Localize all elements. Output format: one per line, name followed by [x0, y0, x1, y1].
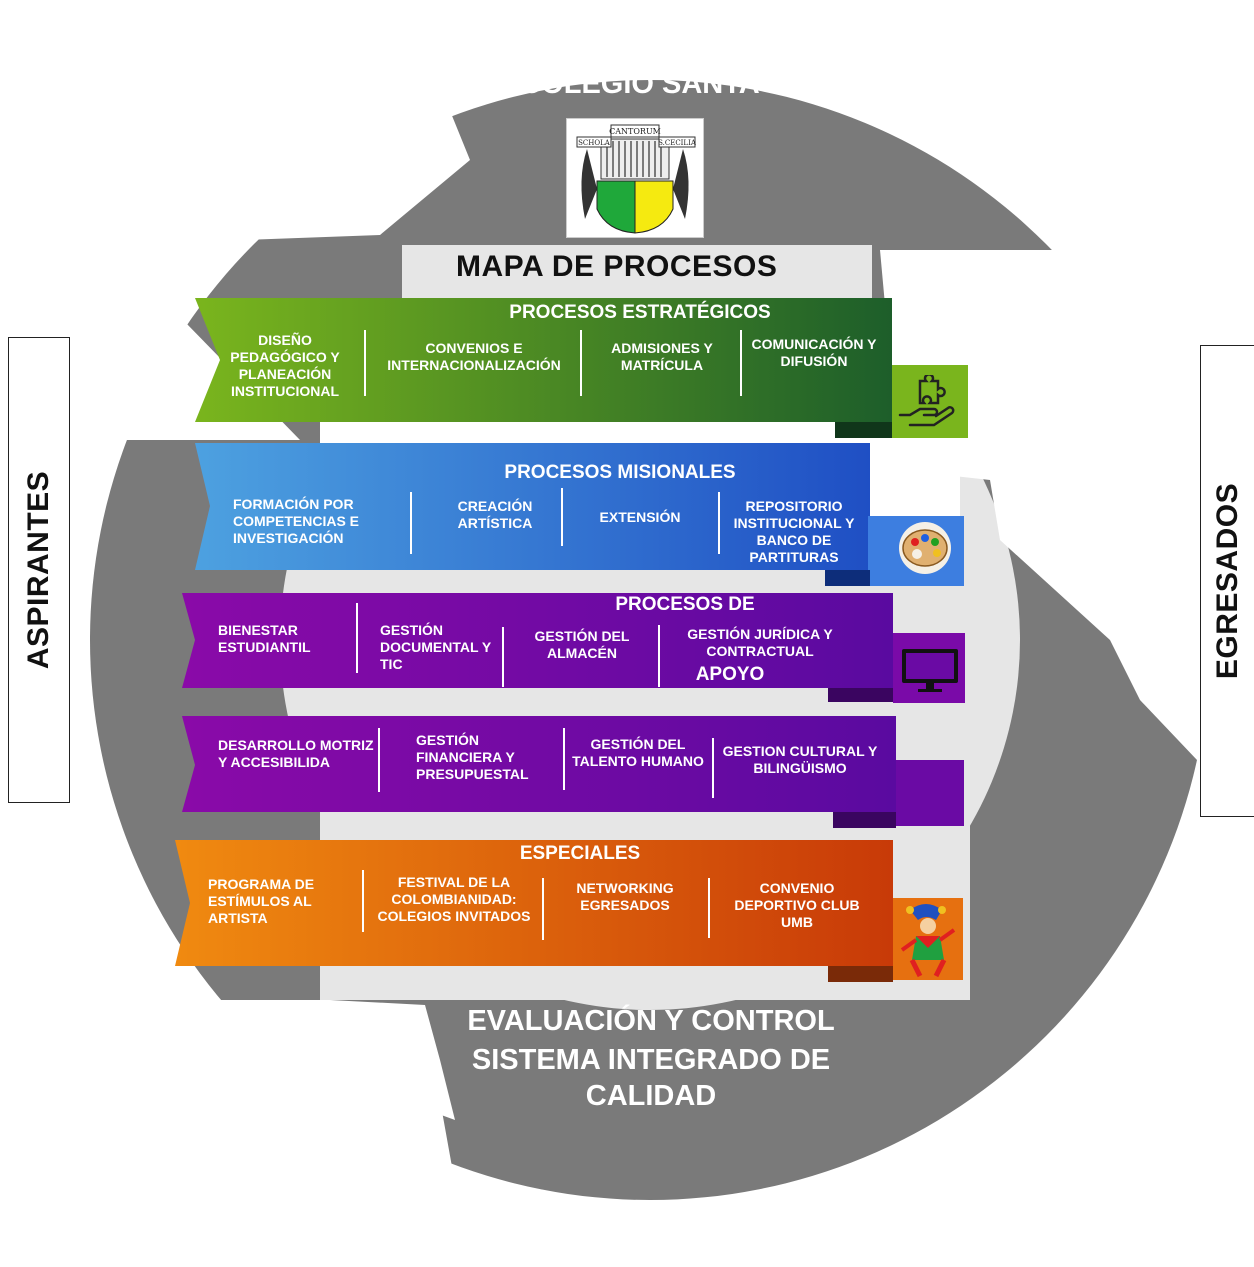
special-item-4: CONVENIO DEPORTIVO CLUB UMB [734, 880, 860, 930]
band-support-shape [182, 593, 893, 702]
support-title-bottom: APOYO [695, 664, 765, 685]
band-strategic-shape [195, 298, 892, 438]
support2-item-4: GESTION CULTURAL Y BILINGÜISMO [722, 743, 878, 776]
palette-icon [893, 520, 957, 576]
support-item-3: GESTIÓN DEL ALMACÉN [534, 628, 630, 661]
strategic-item-2: CONVENIOS E INTERNACIONALIZACIÓN [387, 340, 561, 373]
footer-line-3: CALIDAD [585, 1080, 717, 1112]
special-item-2: FESTIVAL DE LA COLOMBIANIDAD: COLEGIOS I… [377, 874, 531, 924]
school-logo: CANTORUM SCHOLA S.CECILIA [566, 118, 704, 238]
support-item-2: GESTIÓN DOCUMENTAL Y TIC [380, 622, 491, 672]
logo-text-left: SCHOLA [578, 139, 611, 147]
missional-item-2: CREACIÓN ARTÍSTICA [457, 498, 533, 531]
support2-item-2: GESTIÓN FINANCIERA Y PRESUPUESTAL [416, 732, 529, 782]
jester-icon [896, 900, 960, 978]
special-item-1: PROGRAMA DE ESTÍMULOS AL ARTISTA [208, 876, 315, 926]
egresados-box: EGRESADOS [1200, 345, 1254, 817]
missional-title: PROCESOS MISIONALES [504, 462, 736, 483]
logo-text-right: S.CECILIA [658, 139, 697, 147]
special-title: ESPECIALES [519, 843, 641, 864]
band-missional-shape [195, 443, 870, 582]
missional-item-3: EXTENSIÓN [599, 509, 681, 525]
support-item-4: GESTIÓN JURÍDICA Y CONTRACTUAL [687, 626, 833, 659]
logo-text-top: CANTORUM [609, 127, 661, 136]
school-name: COLEGIO SANTA [520, 68, 760, 100]
missional-item-4: REPOSITORIO INSTITUCIONAL Y BANCO DE PAR… [733, 498, 855, 565]
strategic-item-4: COMUNICACIÓN Y DIFUSIÓN [751, 336, 877, 369]
strategic-item-3: ADMISIONES Y MATRÍCULA [611, 340, 713, 373]
egresados-label: EGRESADOS [1211, 482, 1244, 680]
support-title: PROCESOS DE [615, 594, 755, 615]
strategic-title: PROCESOS ESTRATÉGICOS [509, 302, 771, 323]
strategic-item-1: DISEÑO PEDAGÓGICO Y PLANEACIÓN INSTITUCI… [230, 332, 340, 399]
support-item-1: BIENESTAR ESTUDIANTIL [218, 622, 311, 655]
aspirantes-label: ASPIRANTES [22, 470, 55, 670]
support2-item-1: DESARROLLO MOTRIZ Y ACCESIBILIDA [218, 737, 374, 770]
missional-item-1: FORMACIÓN POR COMPETENCIAS E INVESTIGACI… [233, 496, 360, 546]
band-support2-shape [182, 716, 896, 826]
footer-line-1: EVALUACIÓN Y CONTROL [467, 1005, 835, 1037]
band-special-shape [175, 840, 893, 980]
support2-item-3: GESTIÓN DEL TALENTO HUMANO [572, 736, 704, 769]
aspirantes-box: ASPIRANTES [8, 337, 70, 803]
footer-line-2: SISTEMA INTEGRADO DE [471, 1044, 831, 1076]
special-item-3: NETWORKING EGRESADOS [576, 880, 674, 913]
hand-puzzle-icon [896, 373, 960, 433]
map-title: MAPA DE PROCESOS [456, 250, 778, 283]
monitor-icon [898, 645, 962, 695]
